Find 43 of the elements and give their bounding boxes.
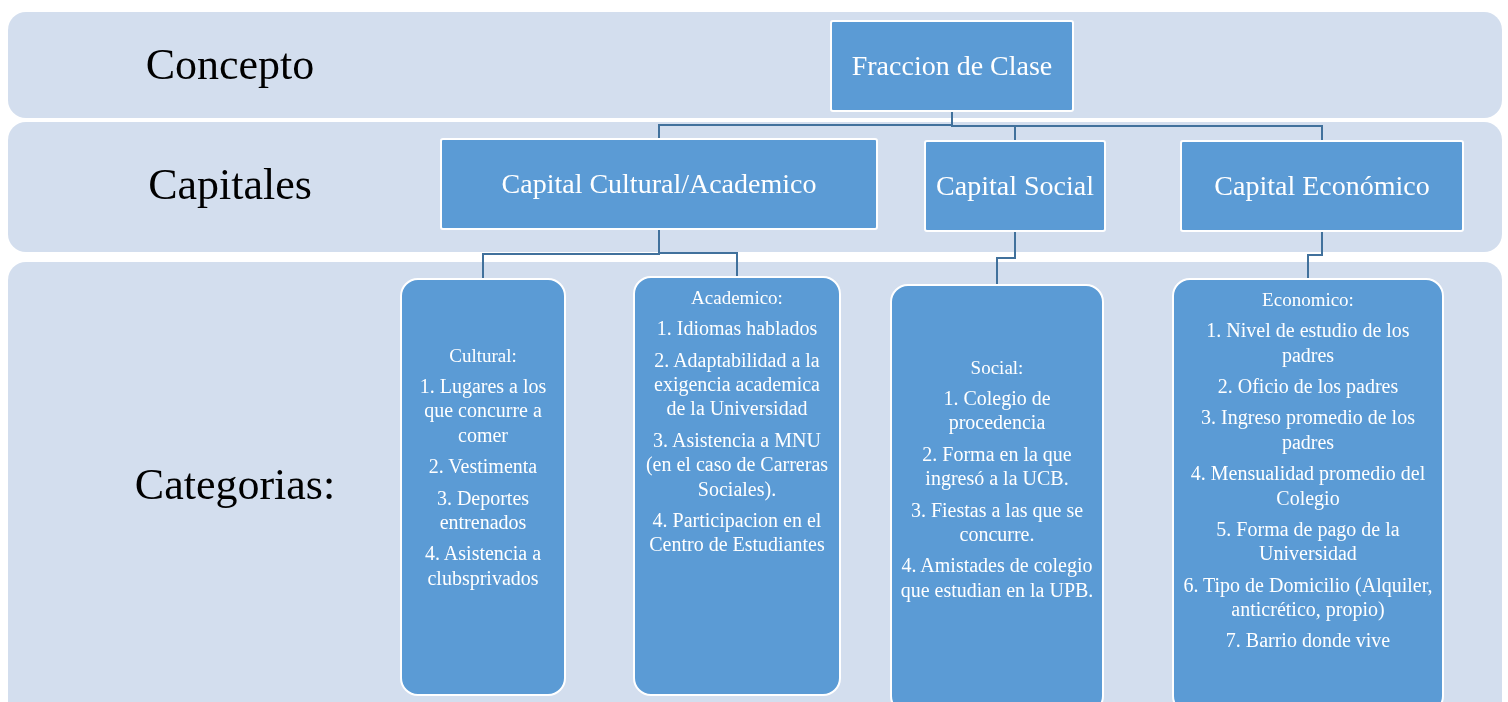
connector-line — [1307, 231, 1323, 279]
row-band — [8, 262, 1502, 702]
category-box — [1172, 278, 1444, 702]
row-heading: Categorias: — [133, 459, 337, 511]
category-heading: Academico: — [691, 286, 783, 310]
row-heading: Concepto — [144, 39, 316, 91]
list-item: 3. Asistencia a MNU (en el caso de Carreras Sociales). — [644, 427, 830, 501]
list-item: 2. Forma en la que ingresó a la UCB. — [921, 441, 1073, 491]
list-item: 7. Barrio donde vive — [1225, 628, 1391, 653]
list-item: 4. Mensualidad promedio del Colegio — [1189, 461, 1427, 510]
list-item: 3. Ingreso promedio de los padres — [1200, 405, 1416, 455]
list-item: 2. Oficio de los padres — [1217, 373, 1399, 399]
connector-line — [996, 231, 1016, 285]
row-band — [8, 122, 1502, 252]
list-item: 3. Fiestas a las que se concurre. — [909, 497, 1085, 547]
box-label: Capital Económico — [1214, 169, 1430, 203]
row-band — [8, 12, 1502, 118]
list-item: 6. Tipo de Domicilio (Alquiler, anticrético, propio) — [1182, 572, 1434, 622]
category-heading: Economico: — [1262, 288, 1354, 312]
category-heading: Cultural: — [449, 343, 517, 367]
list-item: 3. Deportes entrenados — [435, 485, 531, 535]
list-item: 1. Nivel de estudio de los padres — [1205, 318, 1411, 367]
row-heading: Capitales — [147, 159, 313, 211]
list-item: 1. Lugares a los que concurre a comer — [418, 374, 548, 448]
concept-box — [924, 140, 1106, 232]
box-label: Capital Cultural/Academico — [501, 167, 817, 201]
list-item: 4. Asistencia a clubsprivados — [423, 541, 543, 591]
list-item: 4. Participacion en el Centro de Estudiantes — [648, 507, 826, 557]
category-box — [400, 278, 566, 696]
list-item: 2. Adaptabilidad a la exigencia academica de la Universidad — [653, 347, 821, 421]
list-item: 1. Idiomas hablados — [656, 316, 818, 341]
concept-box — [1180, 140, 1464, 232]
list-item: 2. Vestimenta — [428, 454, 538, 479]
list-item: 4. Amistades de colegio que estudian en la UPB. — [900, 553, 1094, 603]
concept-box — [830, 20, 1074, 112]
box-label: Fraccion de Clase — [851, 49, 1053, 83]
box-label: Capital Social — [936, 169, 1094, 203]
category-box — [633, 276, 841, 696]
list-item: 5. Forma de pago de la Universidad — [1215, 516, 1401, 566]
category-box — [890, 284, 1104, 702]
category-heading: Social: — [970, 355, 1024, 379]
list-item: 1. Colegio de procedencia — [942, 386, 1052, 435]
concept-box — [440, 138, 878, 230]
